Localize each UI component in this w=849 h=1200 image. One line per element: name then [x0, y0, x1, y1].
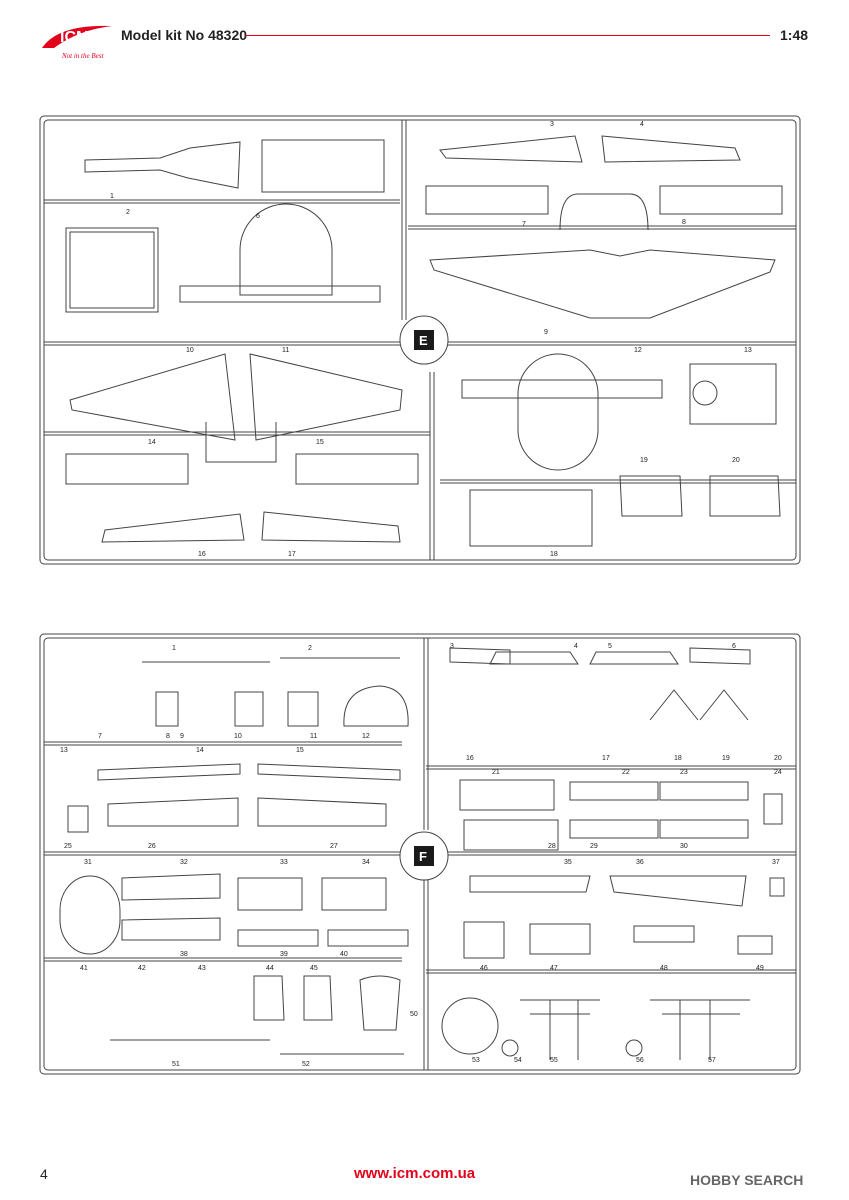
sprue-f-part-47: 47	[550, 965, 558, 972]
sprue-f-part-19: 19	[722, 755, 730, 762]
watermark: HOBBY SEARCH	[690, 1172, 804, 1188]
sprue-f-part-9: 9	[180, 733, 184, 740]
kit-scale: 1:48	[780, 27, 809, 43]
sprue-f-part-18: 18	[674, 755, 682, 762]
sprue-f-part-27: 27	[330, 843, 338, 850]
sprue-f-part-54: 54	[514, 1057, 522, 1064]
sprue-e-part-10: 10	[186, 347, 194, 354]
sprue-f-part-46: 46	[480, 965, 488, 972]
sprue-f-part-44: 44	[266, 965, 274, 972]
sprue-f-part-25: 25	[64, 843, 72, 850]
sprue-e-part-20: 20	[732, 457, 740, 464]
sprue-e-part-19: 19	[640, 457, 648, 464]
sprue-e-part-18: 18	[550, 551, 558, 558]
sprue-f-part-52: 52	[302, 1061, 310, 1068]
sprue-f-part-12: 12	[362, 733, 370, 740]
sprue-e-part-14: 14	[148, 439, 156, 446]
page-number: 4	[40, 1166, 48, 1182]
sprue-f-part-42: 42	[138, 965, 146, 972]
sprue-f-part-35: 35	[564, 859, 572, 866]
sprue-f-part-13: 13	[60, 747, 68, 754]
sprue-f-part-3: 3	[450, 643, 454, 650]
sprue-e-badge	[414, 330, 434, 350]
sprue-f-part-33: 33	[280, 859, 288, 866]
sprue-f-part-39: 39	[280, 951, 288, 958]
sprue-f-part-10: 10	[234, 733, 242, 740]
sprue-e-part-17: 17	[288, 551, 296, 558]
sprue-f-part-24: 24	[774, 769, 782, 776]
sprue-f-part-23: 23	[680, 769, 688, 776]
website-link[interactable]: www.icm.com.ua	[354, 1165, 476, 1182]
sprue-e-part-1: 1	[110, 193, 114, 200]
brand-tagline: Not in the Best	[62, 52, 104, 60]
sprue-f-part-17: 17	[602, 755, 610, 762]
sprue-f-part-5: 5	[608, 643, 612, 650]
sprue-e-part-16: 16	[198, 551, 206, 558]
sprue-f-part-37: 37	[772, 859, 780, 866]
sprue-f-part-7: 7	[98, 733, 102, 740]
sprue-f-part-21: 21	[492, 769, 500, 776]
sprue-e-part-12: 12	[634, 347, 642, 354]
sprue-f-part-28: 28	[548, 843, 556, 850]
sprue-f-part-55: 55	[550, 1057, 558, 1064]
sprue-e-part-2: 2	[126, 209, 130, 216]
sprue-f-part-31: 31	[84, 859, 92, 866]
sprue-e-part-3: 3	[550, 121, 554, 128]
sprue-e-part-9: 9	[544, 329, 548, 336]
sprue-f-part-2: 2	[308, 645, 312, 652]
sprue-f-part-20: 20	[774, 755, 782, 762]
svg-text:F: F	[419, 849, 427, 864]
svg-text:ICM: ICM	[60, 29, 89, 46]
sprue-e-part-15: 15	[316, 439, 324, 446]
sprue-f-part-57: 57	[708, 1057, 716, 1064]
sprue-f-part-53: 53	[472, 1057, 480, 1064]
sprue-f-part-48: 48	[660, 965, 668, 972]
sprue-e-part-6: 6	[256, 213, 260, 220]
sprue-f-part-4: 4	[574, 643, 578, 650]
sprue-f-part-32: 32	[180, 859, 188, 866]
sprue-f-part-34: 34	[362, 859, 370, 866]
icm-logo: ICM	[42, 25, 112, 48]
sprue-f-part-38: 38	[180, 951, 188, 958]
sprue-f-part-49: 49	[756, 965, 764, 972]
sprue-f-part-45: 45	[310, 965, 318, 972]
sprue-f-part-50: 50	[410, 1011, 418, 1018]
sprue-e-part-7: 7	[522, 221, 526, 228]
sprue-f-part-8: 8	[166, 733, 170, 740]
sprue-f-part-6: 6	[732, 643, 736, 650]
sprue-e-part-8: 8	[682, 219, 686, 226]
sprue-f-part-29: 29	[590, 843, 598, 850]
sprue-e-part-13: 13	[744, 347, 752, 354]
sprue-f-badge	[414, 846, 434, 866]
sprue-f-part-51: 51	[172, 1061, 180, 1068]
header-rule	[245, 35, 770, 36]
sprue-f-part-40: 40	[340, 951, 348, 958]
sprue-e-part-4: 4	[640, 121, 644, 128]
sprue-f-part-15: 15	[296, 747, 304, 754]
sprue-f-part-41: 41	[80, 965, 88, 972]
sprue-f-part-22: 22	[622, 769, 630, 776]
sprue-f-part-16: 16	[466, 755, 474, 762]
sprue-f-part-56: 56	[636, 1057, 644, 1064]
sprue-f-part-36: 36	[636, 859, 644, 866]
svg-text:E: E	[419, 333, 428, 348]
sprue-f-part-1: 1	[172, 645, 176, 652]
sprue-f-part-43: 43	[198, 965, 206, 972]
kit-title: Model kit No 48320	[121, 27, 248, 43]
sprue-f-part-30: 30	[680, 843, 688, 850]
sprue-f-part-11: 11	[310, 733, 317, 740]
sprue-f-part-26: 26	[148, 843, 156, 850]
sprue-e-part-11: 11	[282, 347, 289, 354]
sprue-f-part-14: 14	[196, 747, 204, 754]
